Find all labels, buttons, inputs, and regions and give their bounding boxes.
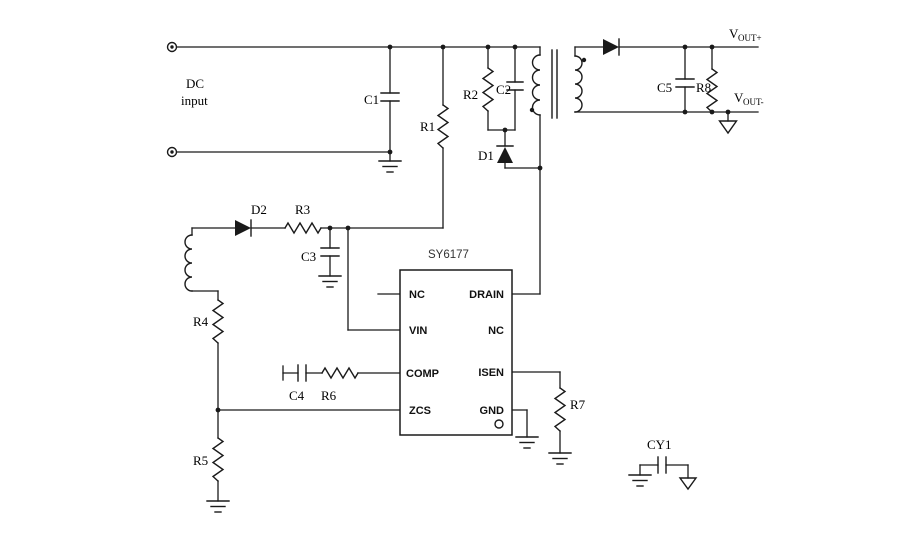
label-r3: R3 [295, 202, 310, 217]
label-r8: R8 [696, 80, 711, 95]
ground-symbol-input [378, 160, 402, 173]
secondary-polarity-dot [581, 57, 587, 63]
resistor-r2 [481, 67, 495, 112]
diode-d1 [496, 145, 514, 163]
label-c3: C3 [301, 249, 316, 264]
dc-input-terminal-positive [166, 41, 178, 53]
ground-symbol-ic-gnd [515, 436, 539, 449]
label-r4: R4 [193, 314, 209, 329]
ic-pin-label-zcs: ZCS [409, 405, 431, 417]
ground-symbol-r5 [206, 500, 230, 513]
label-c1: C1 [364, 92, 379, 107]
ground-symbol-r7 [548, 452, 572, 465]
ic-pin-label-gnd: GND [480, 405, 505, 417]
diode-d2 [235, 219, 252, 237]
ic-part-number: SY6177 [428, 249, 469, 261]
primary-polarity-dot [529, 107, 535, 113]
inductor-aux-winding [184, 234, 193, 292]
label-r1: R1 [420, 119, 435, 134]
junction-dots [215, 44, 731, 413]
resistor-r5 [211, 437, 225, 482]
earth-symbol-output [718, 120, 738, 135]
label-c5: C5 [657, 80, 672, 95]
label-c4: C4 [289, 388, 305, 403]
label-r6: R6 [321, 388, 337, 403]
dc-input-label-line2: input [181, 93, 208, 108]
capacitor-cy1 [657, 456, 667, 474]
resistor-r1 [436, 104, 450, 149]
resistor-r6 [321, 366, 359, 380]
ic-pin-label-isen: ISEN [478, 367, 504, 379]
capacitor-c2 [506, 81, 524, 91]
dc-input-terminal-negative [166, 146, 178, 158]
transformer [529, 49, 587, 119]
resistor-r3 [284, 221, 322, 235]
ic-sy6177 [399, 269, 513, 436]
ground-symbol-c3 [318, 275, 342, 288]
ground-symbol-cy1-left [628, 474, 652, 487]
ic-pin-label-vin: VIN [409, 325, 427, 337]
label-vout-negative: V [734, 90, 744, 105]
ic-pin-label-nc-right: NC [488, 325, 504, 337]
label-r7: R7 [570, 397, 586, 412]
label-r2: R2 [463, 87, 478, 102]
label-d2: D2 [251, 202, 267, 217]
ic-pad-indicator [494, 419, 504, 429]
label-c2: C2 [496, 82, 511, 97]
capacitor-c3 [320, 247, 340, 257]
capacitor-c5 [675, 78, 695, 88]
capacitor-c1 [380, 92, 400, 102]
ic-pin-label-nc-left: NC [409, 289, 425, 301]
ic-pin-label-drain: DRAIN [469, 289, 504, 301]
ic-pin-label-comp: COMP [406, 368, 439, 380]
label-vout-positive-subscript: OUT+ [738, 33, 762, 43]
earth-symbol-cy1-right [678, 477, 698, 491]
label-r5: R5 [193, 453, 208, 468]
label-vout-negative-subscript: OUT- [743, 97, 764, 107]
dc-input-label-line1: DC [186, 76, 204, 91]
label-vout-positive: V [729, 26, 739, 41]
capacitor-c4 [297, 364, 307, 382]
resistor-r8 [705, 68, 719, 113]
resistor-r7 [553, 387, 567, 432]
label-d1: D1 [478, 148, 494, 163]
output-diode [603, 38, 620, 56]
resistor-r4 [211, 299, 225, 344]
label-cy1: CY1 [647, 437, 672, 452]
